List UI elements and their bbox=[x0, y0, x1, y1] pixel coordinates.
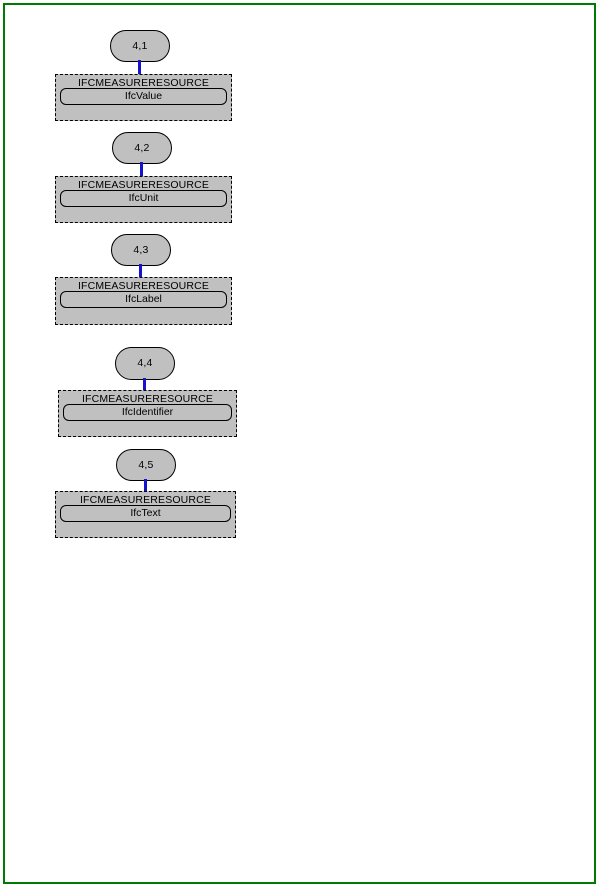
schema-package-title: IFCMEASURERESOURCE bbox=[77, 77, 210, 89]
schema-package-title: IFCMEASURERESOURCE bbox=[77, 280, 210, 292]
entity-box[interactable]: IfcText bbox=[60, 505, 231, 522]
schema-package-title: IFCMEASURERESOURCE bbox=[81, 393, 214, 405]
connector-line bbox=[140, 162, 143, 177]
connector-line bbox=[138, 60, 141, 75]
page-reference-node[interactable]: 4,5 bbox=[116, 449, 176, 481]
entity-box[interactable]: IfcIdentifier bbox=[63, 404, 232, 421]
entity-label: IfcText bbox=[130, 507, 161, 520]
page-reference-label: 4,4 bbox=[137, 357, 153, 370]
connector-line bbox=[144, 479, 147, 492]
entity-label: IfcLabel bbox=[125, 293, 162, 306]
schema-package-title: IFCMEASURERESOURCE bbox=[77, 179, 210, 191]
entity-box[interactable]: IfcUnit bbox=[60, 190, 227, 207]
page-reference-node[interactable]: 4,4 bbox=[115, 347, 175, 380]
entity-label: IfcUnit bbox=[128, 192, 159, 205]
connector-line bbox=[139, 264, 142, 278]
schema-package-title: IFCMEASURERESOURCE bbox=[79, 494, 212, 506]
page-reference-label: 4,2 bbox=[134, 141, 150, 154]
page-reference-label: 4,5 bbox=[138, 458, 154, 471]
entity-label: IfcIdentifier bbox=[121, 406, 174, 419]
page-reference-label: 4,3 bbox=[133, 243, 149, 256]
entity-box[interactable]: IfcValue bbox=[60, 88, 227, 105]
page-reference-node[interactable]: 4,2 bbox=[112, 132, 172, 164]
connector-line bbox=[143, 378, 146, 391]
page-reference-label: 4,1 bbox=[132, 39, 148, 52]
entity-label: IfcValue bbox=[124, 90, 163, 103]
page-reference-node[interactable]: 4,3 bbox=[111, 234, 171, 266]
entity-box[interactable]: IfcLabel bbox=[60, 291, 227, 308]
page-reference-node[interactable]: 4,1 bbox=[110, 30, 170, 62]
